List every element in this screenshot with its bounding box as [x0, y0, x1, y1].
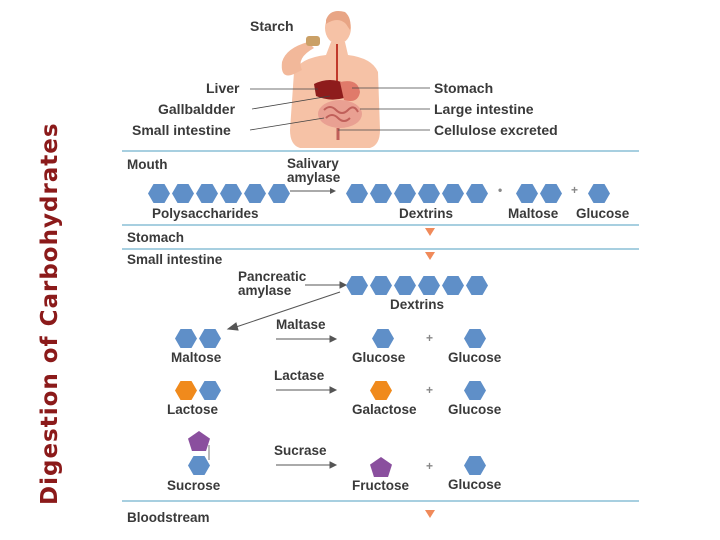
- maltose-label: Maltose: [171, 350, 222, 365]
- large-intestine-label: Large intestine: [434, 101, 534, 117]
- glucose-label: Glucose: [448, 477, 502, 492]
- maltase-label: Maltase: [276, 317, 326, 332]
- glucose-unit: [188, 456, 210, 475]
- glucose-unit: [464, 381, 486, 400]
- small-intestine-label: Small intestine: [132, 122, 231, 138]
- dextrins-label-mouth: Dextrins: [399, 206, 454, 221]
- section-mouth: Mouth: [127, 157, 168, 172]
- bloodstream-separator: [122, 500, 639, 502]
- lactose-label: Lactose: [167, 402, 219, 417]
- fructose-unit: [370, 457, 392, 477]
- glucose-unit: [464, 329, 486, 348]
- fructose-unit: [188, 431, 210, 451]
- lactase-label: Lactase: [274, 368, 325, 383]
- glucose-unit: [372, 329, 394, 348]
- liver-label: Liver: [206, 80, 240, 96]
- plus-sign: +: [426, 331, 434, 345]
- stomach-organ-label: Stomach: [434, 80, 494, 96]
- plus-sign: +: [426, 459, 434, 473]
- polysaccharides-label: Polysaccharides: [152, 206, 259, 221]
- glucose-label: Glucose: [448, 402, 502, 417]
- glucose-unit: [464, 456, 486, 475]
- stomach-separator: [122, 224, 639, 226]
- sucrase-label: Sucrase: [274, 443, 327, 458]
- flow-arrow: [425, 228, 435, 236]
- galactose-unit: [370, 381, 392, 400]
- glucose-unit: [588, 184, 610, 203]
- galactose-label: Galactose: [352, 402, 417, 417]
- plus-sign: +: [426, 383, 434, 397]
- starch-label: Starch: [250, 18, 294, 34]
- plus-sign: •: [498, 183, 503, 197]
- salivary-amylase-label: Salivary amylase: [287, 156, 341, 185]
- pancreatic-amylase-label: Pancreatic amylase: [238, 269, 307, 298]
- maltose-label-mouth: Maltose: [508, 206, 559, 221]
- cellulose-label: Cellulose excreted: [434, 122, 558, 138]
- section-stomach: Stomach: [127, 230, 185, 245]
- section-small-intestine: Small intestine: [127, 252, 223, 267]
- sucrose-label: Sucrose: [167, 478, 221, 493]
- plus-sign: +: [571, 183, 579, 197]
- flow-arrow: [425, 252, 435, 260]
- glucose-label-mouth: Glucose: [576, 206, 630, 221]
- mouth-separator: [122, 150, 639, 152]
- glucose-label: Glucose: [352, 350, 406, 365]
- fructose-label: Fructose: [352, 478, 410, 493]
- dextrins-label-intestine: Dextrins: [390, 297, 445, 312]
- section-bloodstream: Bloodstream: [127, 510, 210, 525]
- intestine-separator: [122, 248, 639, 250]
- flow-arrow: [425, 510, 435, 518]
- glucose-label: Glucose: [448, 350, 502, 365]
- gallbladder-label: Gallbaldder: [158, 101, 236, 117]
